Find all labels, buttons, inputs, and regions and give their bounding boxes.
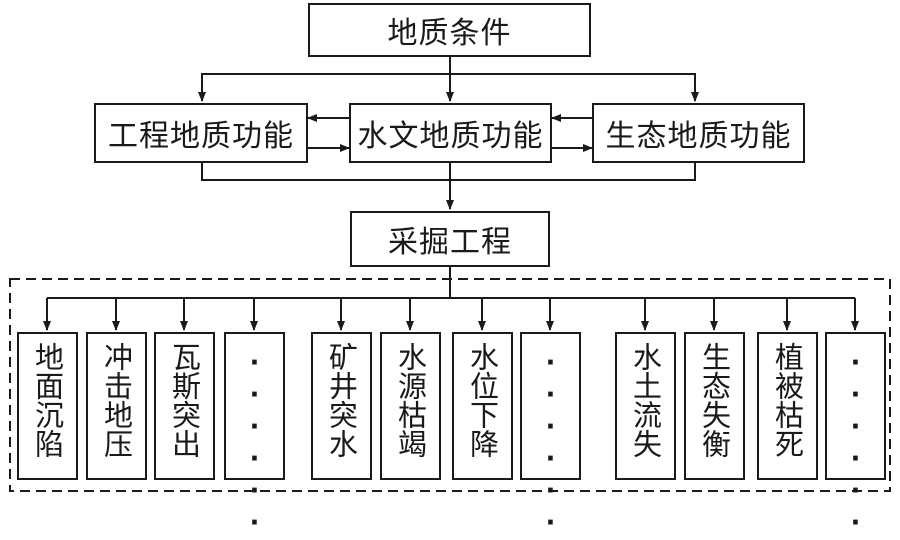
impact-label: 冲击地压 (99, 342, 134, 458)
impact-box-ellipsis: ······ (520, 332, 581, 540)
impact-label: 矿井突水 (324, 342, 359, 458)
impact-box: 水土流失 (615, 332, 676, 480)
engineering-function-node: 工程地质功能 (94, 103, 308, 163)
impact-label: 水位下降 (465, 342, 500, 458)
impact-label: 地面沉陷 (30, 342, 65, 458)
ellipsis-label: ······ (535, 348, 566, 540)
geological-conditions-label: 地质条件 (387, 16, 512, 51)
impact-label: 植被枯死 (770, 342, 805, 458)
geological-conditions-node: 地质条件 (308, 3, 591, 57)
arrow-top-to-engineering (198, 73, 450, 102)
impact-box-ellipsis: ······ (224, 332, 285, 540)
ecology-function-node: 生态地质功能 (592, 103, 805, 163)
connector-layer (9, 57, 891, 492)
impact-box: 矿井突水 (311, 332, 372, 480)
impact-box: 水位下降 (452, 332, 513, 480)
ellipsis-label: ······ (239, 348, 270, 540)
hydrology-function-label: 水文地质功能 (357, 119, 544, 154)
impact-label: 瓦斯突出 (167, 342, 202, 458)
impact-box: 水源枯竭 (380, 332, 441, 480)
impact-label: 水土流失 (628, 342, 663, 458)
mining-engineering-label: 采掘工程 (388, 225, 512, 260)
ellipsis-label: ······ (840, 348, 871, 540)
impact-label: 生态失衡 (697, 342, 732, 458)
line-ecology-to-merge (450, 163, 696, 181)
hydrology-function-node: 水文地质功能 (349, 103, 552, 163)
impact-box: 瓦斯突出 (154, 332, 215, 480)
impact-box: 植被枯死 (757, 332, 818, 480)
impact-box: 冲击地压 (86, 332, 147, 480)
impact-label: 水源枯竭 (393, 342, 428, 458)
impact-box: 地面沉陷 (17, 332, 78, 480)
engineering-function-label: 工程地质功能 (108, 119, 294, 154)
impact-box-ellipsis: ······ (825, 332, 886, 540)
mining-engineering-node: 采掘工程 (350, 211, 550, 267)
impact-box: 生态失衡 (684, 332, 745, 480)
line-engineering-to-merge (201, 163, 450, 181)
ecology-function-label: 生态地质功能 (605, 119, 792, 154)
arrow-top-to-ecology (450, 73, 699, 102)
